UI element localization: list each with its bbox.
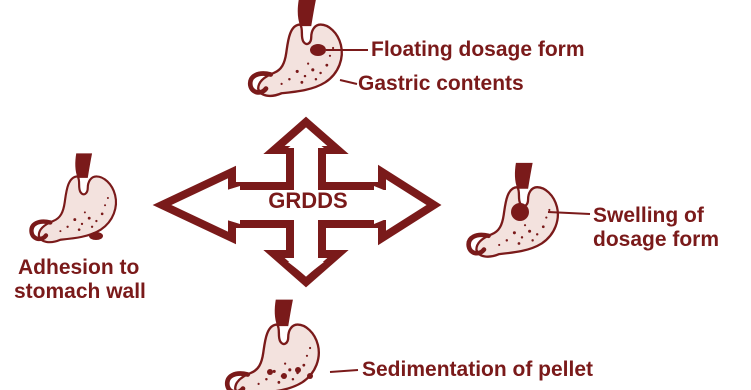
stomach-icon-left <box>31 153 116 242</box>
label-adhesion-line-2: stomach wall <box>14 280 146 304</box>
pointer-gastric <box>340 80 357 84</box>
label-floating-dosage-form: Floating dosage form <box>371 38 585 62</box>
label-swelling-line-1: Swelling of <box>593 204 704 228</box>
label-adhesion-line-1: Adhesion to <box>18 256 139 280</box>
center-label: GRDDS <box>256 188 360 214</box>
pointer-sedimentation <box>330 370 358 372</box>
label-sedimentation: Sedimentation of pellet <box>362 358 593 382</box>
label-swelling-line-2: dosage form <box>593 228 719 252</box>
label-gastric-contents: Gastric contents <box>358 72 524 96</box>
stomach-icon-top <box>250 0 342 96</box>
stomach-icon-bottom <box>227 300 319 390</box>
stomach-icon-right <box>469 163 558 257</box>
